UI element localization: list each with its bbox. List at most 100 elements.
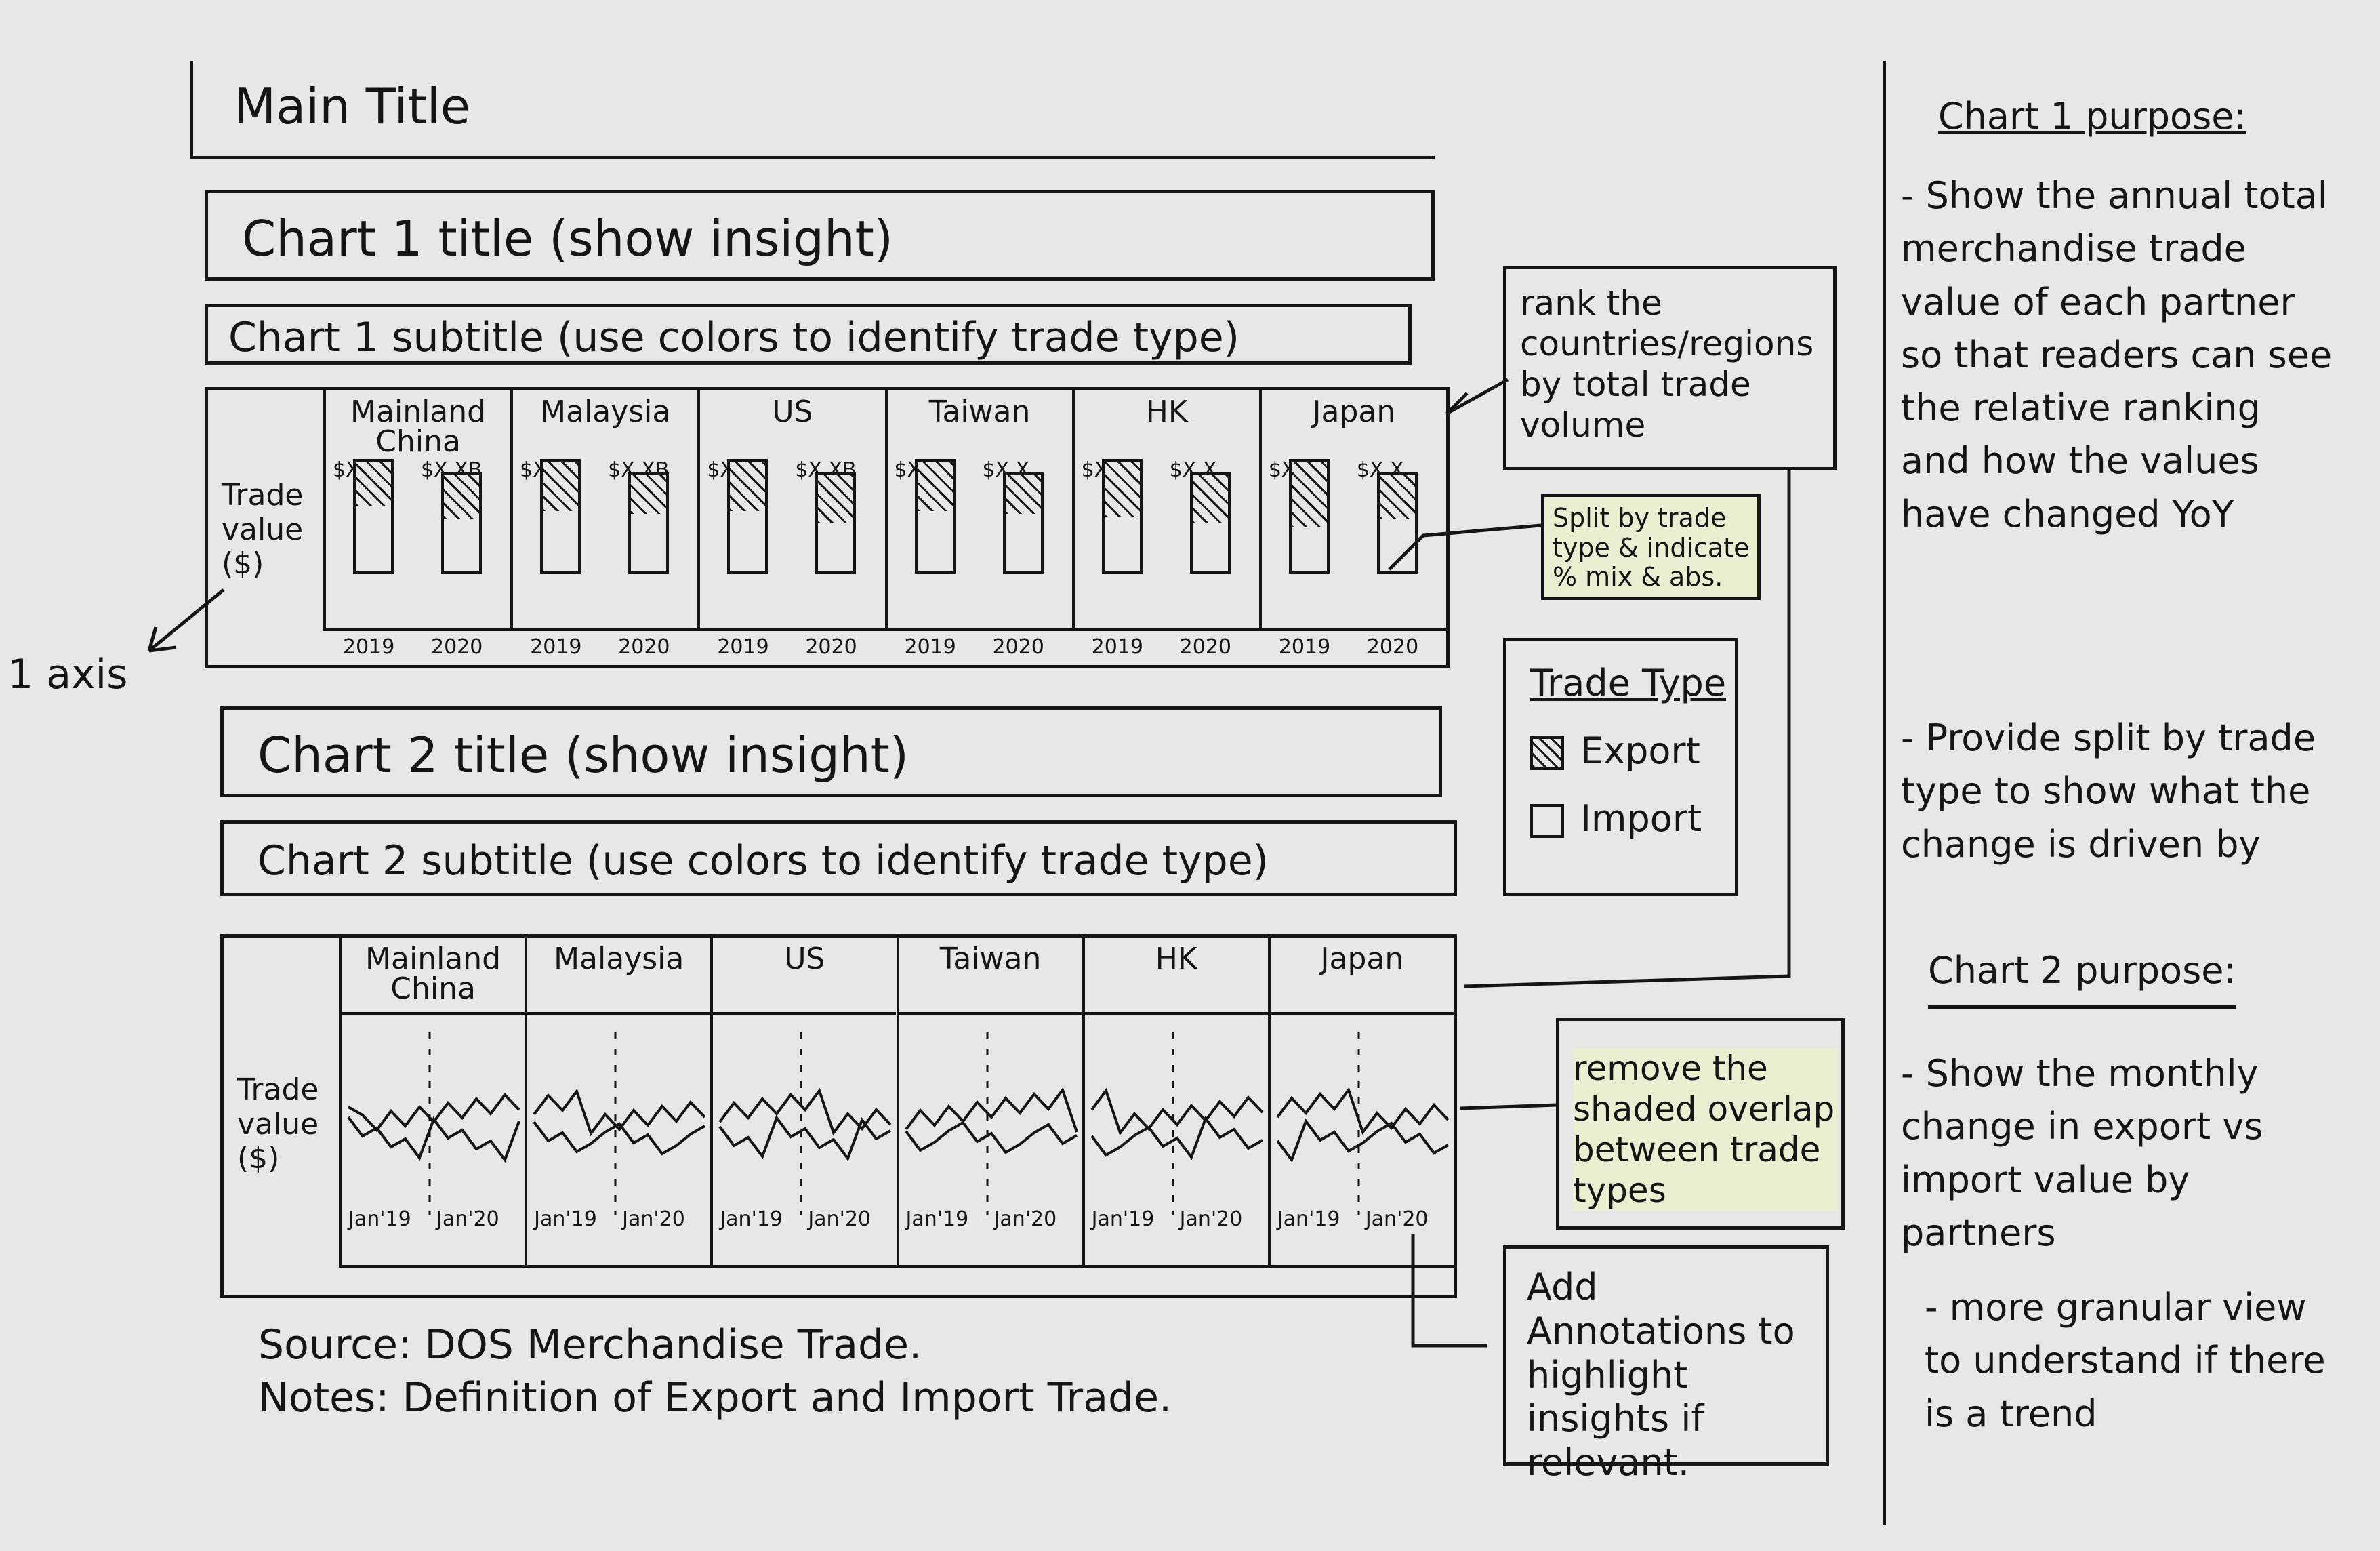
chart2-line-plot[interactable] [1271,1019,1460,1222]
chart1-columns: Mainland China$X.XB2019$X.XB2020Malaysia… [323,390,1446,659]
chart1-title-box: Chart 1 title (show insight) [205,190,1435,281]
notes-text: Notes: Definition of Export and Import T… [258,1374,1172,1422]
chart1-year-label: 2020 [805,635,857,659]
split-note-box: Split by trade type & indicate % mix & a… [1541,494,1761,600]
chart2-line-plot[interactable] [1085,1019,1275,1222]
chart1-year-label: 2019 [717,635,769,659]
chart2-import-line [1090,1115,1263,1161]
chart2-x-label-end: Jan'20 [1179,1207,1243,1231]
export-swatch-icon [1530,736,1564,771]
chart1-year-label: 2019 [343,635,395,659]
chart2-x-label-end: Jan'20 [993,1207,1057,1231]
chart1-year-label: 2020 [431,635,483,659]
chart2-country-column: US Jan'19 Jan'20 [710,938,897,1265]
source-text: Source: DOS Merchandise Trade. [258,1321,922,1369]
legend-label-import: Import [1580,797,1702,840]
chart1-year-label: 2020 [1179,635,1232,659]
chart1-year-label: 2020 [618,635,670,659]
chart2-country-label: Malaysia [554,942,684,976]
split-note: Split by trade type & indicate % mix & a… [1553,503,1750,592]
chart1-country-label: Malaysia [540,395,671,429]
chart2-export-line [718,1087,892,1136]
chart1-bar[interactable] [727,459,768,574]
chart2-subtitle: Chart 2 subtitle (use colors to identify… [258,837,1269,885]
chart1-year-label: 2019 [904,635,956,659]
chart1-purpose-point-1: - Show the annual total merchandise trad… [1901,174,2333,536]
add-annotations-note-box: Add Annotations to highlight insights if… [1503,1245,1829,1484]
chart2-subtitle-box: Chart 2 subtitle (use colors to identify… [220,820,1457,896]
chart2-x-label-end: Jan'20 [436,1207,499,1231]
chart2-line-plot[interactable] [527,1019,717,1222]
chart2-export-line [1090,1087,1264,1136]
chart1-bar[interactable] [441,472,482,574]
chart1-panel: Trade value ($) Mainland China$X.XB2019$… [205,387,1450,668]
chart2-import-line [1276,1118,1449,1163]
chart1-year-label: 2020 [1366,635,1419,659]
chart1-bar-export-segment [1005,475,1041,514]
chart2-import-line [347,1116,520,1163]
rank-note-box: rank the countries/regions by total trad… [1503,266,1837,470]
chart2-country-column: Mainland China Jan'19 Jan'20 [339,938,525,1265]
chart1-country-label: Japan [1312,395,1396,429]
chart1-year-label: 2020 [992,635,1044,659]
chart1-bar[interactable] [540,459,581,574]
import-swatch-icon [1530,804,1564,839]
chart1-bar[interactable] [1288,459,1330,574]
chart2-purpose-point-2: - more granular view to understand if th… [1925,1286,2326,1435]
legend-item-export[interactable]: Export [1530,729,1700,772]
chart1-country-label: US [772,395,813,429]
chart2-export-line [1276,1087,1450,1135]
chart2-line-plot[interactable] [899,1019,1089,1222]
chart1-bar-export-segment [1104,462,1140,517]
chart2-import-line [533,1121,706,1156]
chart1-country-label: HK [1145,395,1188,429]
chart1-bar[interactable] [353,459,394,574]
chart1-y-axis-label: Trade value ($) [222,478,304,582]
chart1-subtitle: Chart 1 subtitle (use colors to identify… [228,314,1240,361]
chart1-bar[interactable] [1189,472,1231,574]
chart2-country-label: US [784,942,825,976]
chart1-bar[interactable] [815,472,857,574]
chart1-year-label: 2019 [1091,635,1144,659]
legend-item-import[interactable]: Import [1530,797,1702,840]
chart1-bar[interactable] [1002,472,1044,574]
add-annotations-note: Add Annotations to highlight insights if… [1527,1266,1795,1485]
chart2-x-label-start: Jan'19 [534,1207,597,1231]
remove-overlap-note: remove the shaded overlap between trade … [1573,1048,1837,1211]
axis-note-arrow [147,588,225,653]
chart1-bar-export-segment [730,462,766,511]
chart1-purpose-point-2: - Provide split by trade type to show wh… [1901,717,2316,866]
legend-label-export: Export [1580,729,1700,772]
chart2-x-label-start: Jan'19 [348,1207,411,1231]
chart2-export-line [533,1088,706,1137]
chart2-x-label-end: Jan'20 [1365,1207,1429,1231]
chart2-country-label: HK [1155,942,1197,976]
chart2-country-column: Malaysia Jan'19 Jan'20 [525,938,711,1265]
chart1-bar-export-segment [818,475,854,523]
chart2-country-column: HK Jan'19 Jan'20 [1082,938,1268,1265]
chart1-bar[interactable] [628,472,670,574]
chart1-purpose-heading: Chart 1 purpose: [1938,95,2246,138]
chart2-purpose-heading: Chart 2 purpose: [1928,949,2236,1009]
chart1-bar[interactable] [1376,472,1418,574]
chart1-subtitle-box: Chart 1 subtitle (use colors to identify… [205,304,1412,365]
column-divider [1883,61,1886,1525]
chart2-x-label-end: Jan'20 [622,1207,685,1231]
chart1-bar[interactable] [1101,459,1143,574]
chart2-line-plot[interactable] [713,1019,903,1222]
chart2-country-label: Mainland China [365,942,501,1006]
chart2-y-axis-label: Trade value ($) [237,1072,319,1176]
chart2-import-line [718,1114,892,1162]
chart2-x-label-start: Jan'19 [720,1207,783,1231]
chart1-bar[interactable] [914,459,956,574]
axis-note: 1 axis [7,651,128,698]
chart2-x-label-start: Jan'19 [1277,1207,1340,1231]
chart2-x-label-end: Jan'20 [808,1207,871,1231]
chart2-line-plot[interactable] [342,1019,531,1222]
